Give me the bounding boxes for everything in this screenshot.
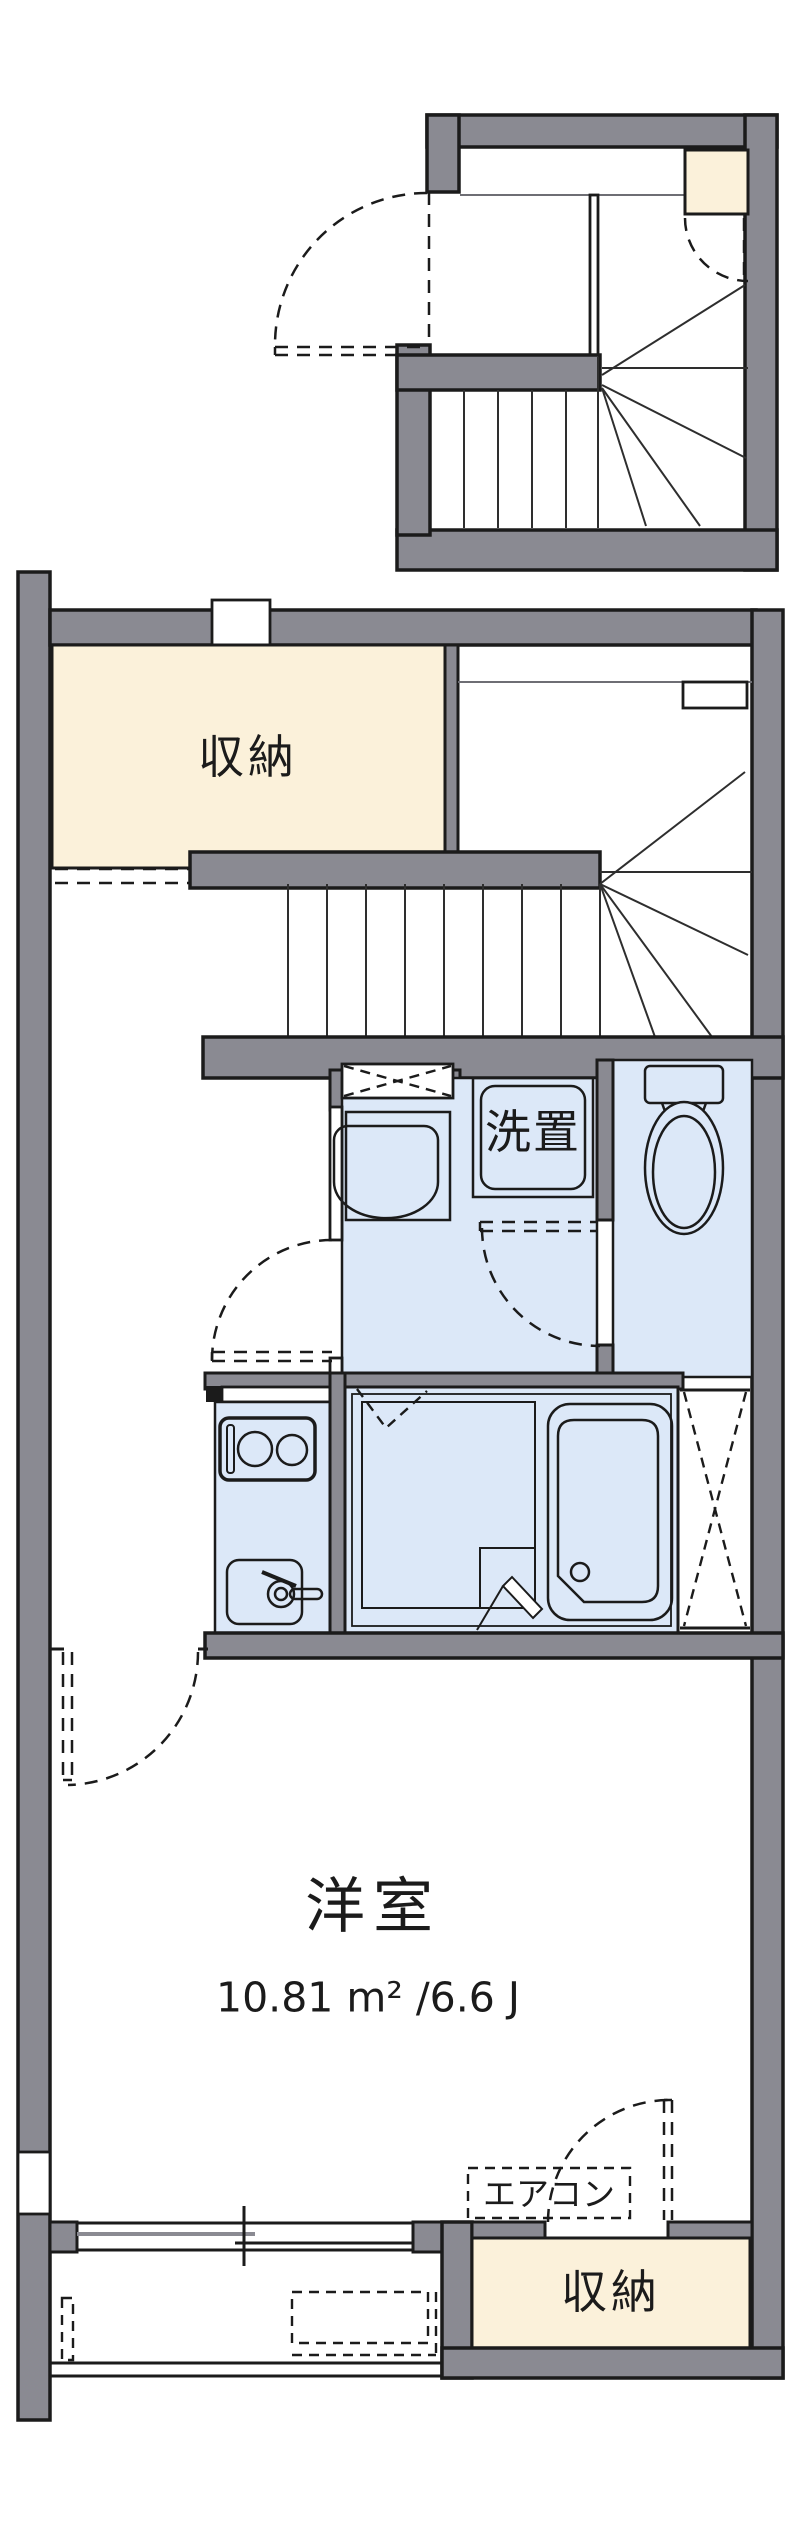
bathroom — [203, 1371, 785, 1660]
upper-straight-stairs — [463, 357, 599, 528]
storage-lower-room — [470, 2236, 752, 2350]
upper-room-door-swing — [683, 217, 749, 283]
upper-stair-block — [273, 113, 779, 572]
laundry-label: 洗置 — [485, 1105, 581, 1159]
western-room-label: 洋室 — [305, 1872, 441, 1942]
toilet-icon — [643, 1064, 725, 1236]
upper-winder-stairs — [601, 284, 748, 527]
left-wall-window — [16, 2150, 52, 2216]
bottom-section — [16, 2150, 785, 2380]
toilet-door-swing — [478, 1220, 601, 1348]
stair-landing-step — [681, 680, 749, 710]
western-room — [50, 1647, 674, 2223]
lower-stairs — [287, 680, 752, 1038]
toilet-room — [478, 1058, 754, 1379]
western-room-area: 10.81 m² /6.6 J — [216, 1973, 520, 2022]
aircon-label: エアコン — [483, 2174, 615, 2214]
storage-lower-label: 収納 — [561, 2265, 661, 2319]
bath-step — [479, 1547, 536, 1609]
storage-upper-room — [50, 643, 602, 890]
top-window — [210, 598, 272, 647]
room-door-swing — [61, 1651, 200, 1787]
lower-winder-stairs — [599, 771, 752, 1038]
washbasin-icon — [332, 1110, 452, 1222]
sink-icon — [225, 1558, 324, 1626]
stove-icon — [218, 1416, 317, 1482]
side-shaft — [680, 1388, 750, 1630]
washroom — [210, 1062, 599, 1379]
upper-storage-box — [683, 148, 750, 216]
kitchen — [203, 1371, 347, 1647]
washroom-door-swing — [210, 1238, 333, 1363]
bathtub-icon — [546, 1402, 674, 1622]
shower-area — [361, 1401, 536, 1609]
washing-machine-pan — [471, 1076, 595, 1199]
bath-folding-door-swing — [356, 1388, 428, 1430]
entrance-door-swing — [273, 191, 431, 357]
balcony — [50, 2290, 442, 2378]
lower-straight-stairs — [287, 884, 601, 1037]
bath-door-icon — [476, 1575, 544, 1631]
main-unit-walls — [16, 570, 785, 2422]
balcony-window — [77, 2206, 413, 2266]
storage-door-swing — [546, 2098, 674, 2223]
storage-upper-label: 収納 — [198, 730, 298, 784]
overhead-cabinet — [340, 1062, 455, 1100]
